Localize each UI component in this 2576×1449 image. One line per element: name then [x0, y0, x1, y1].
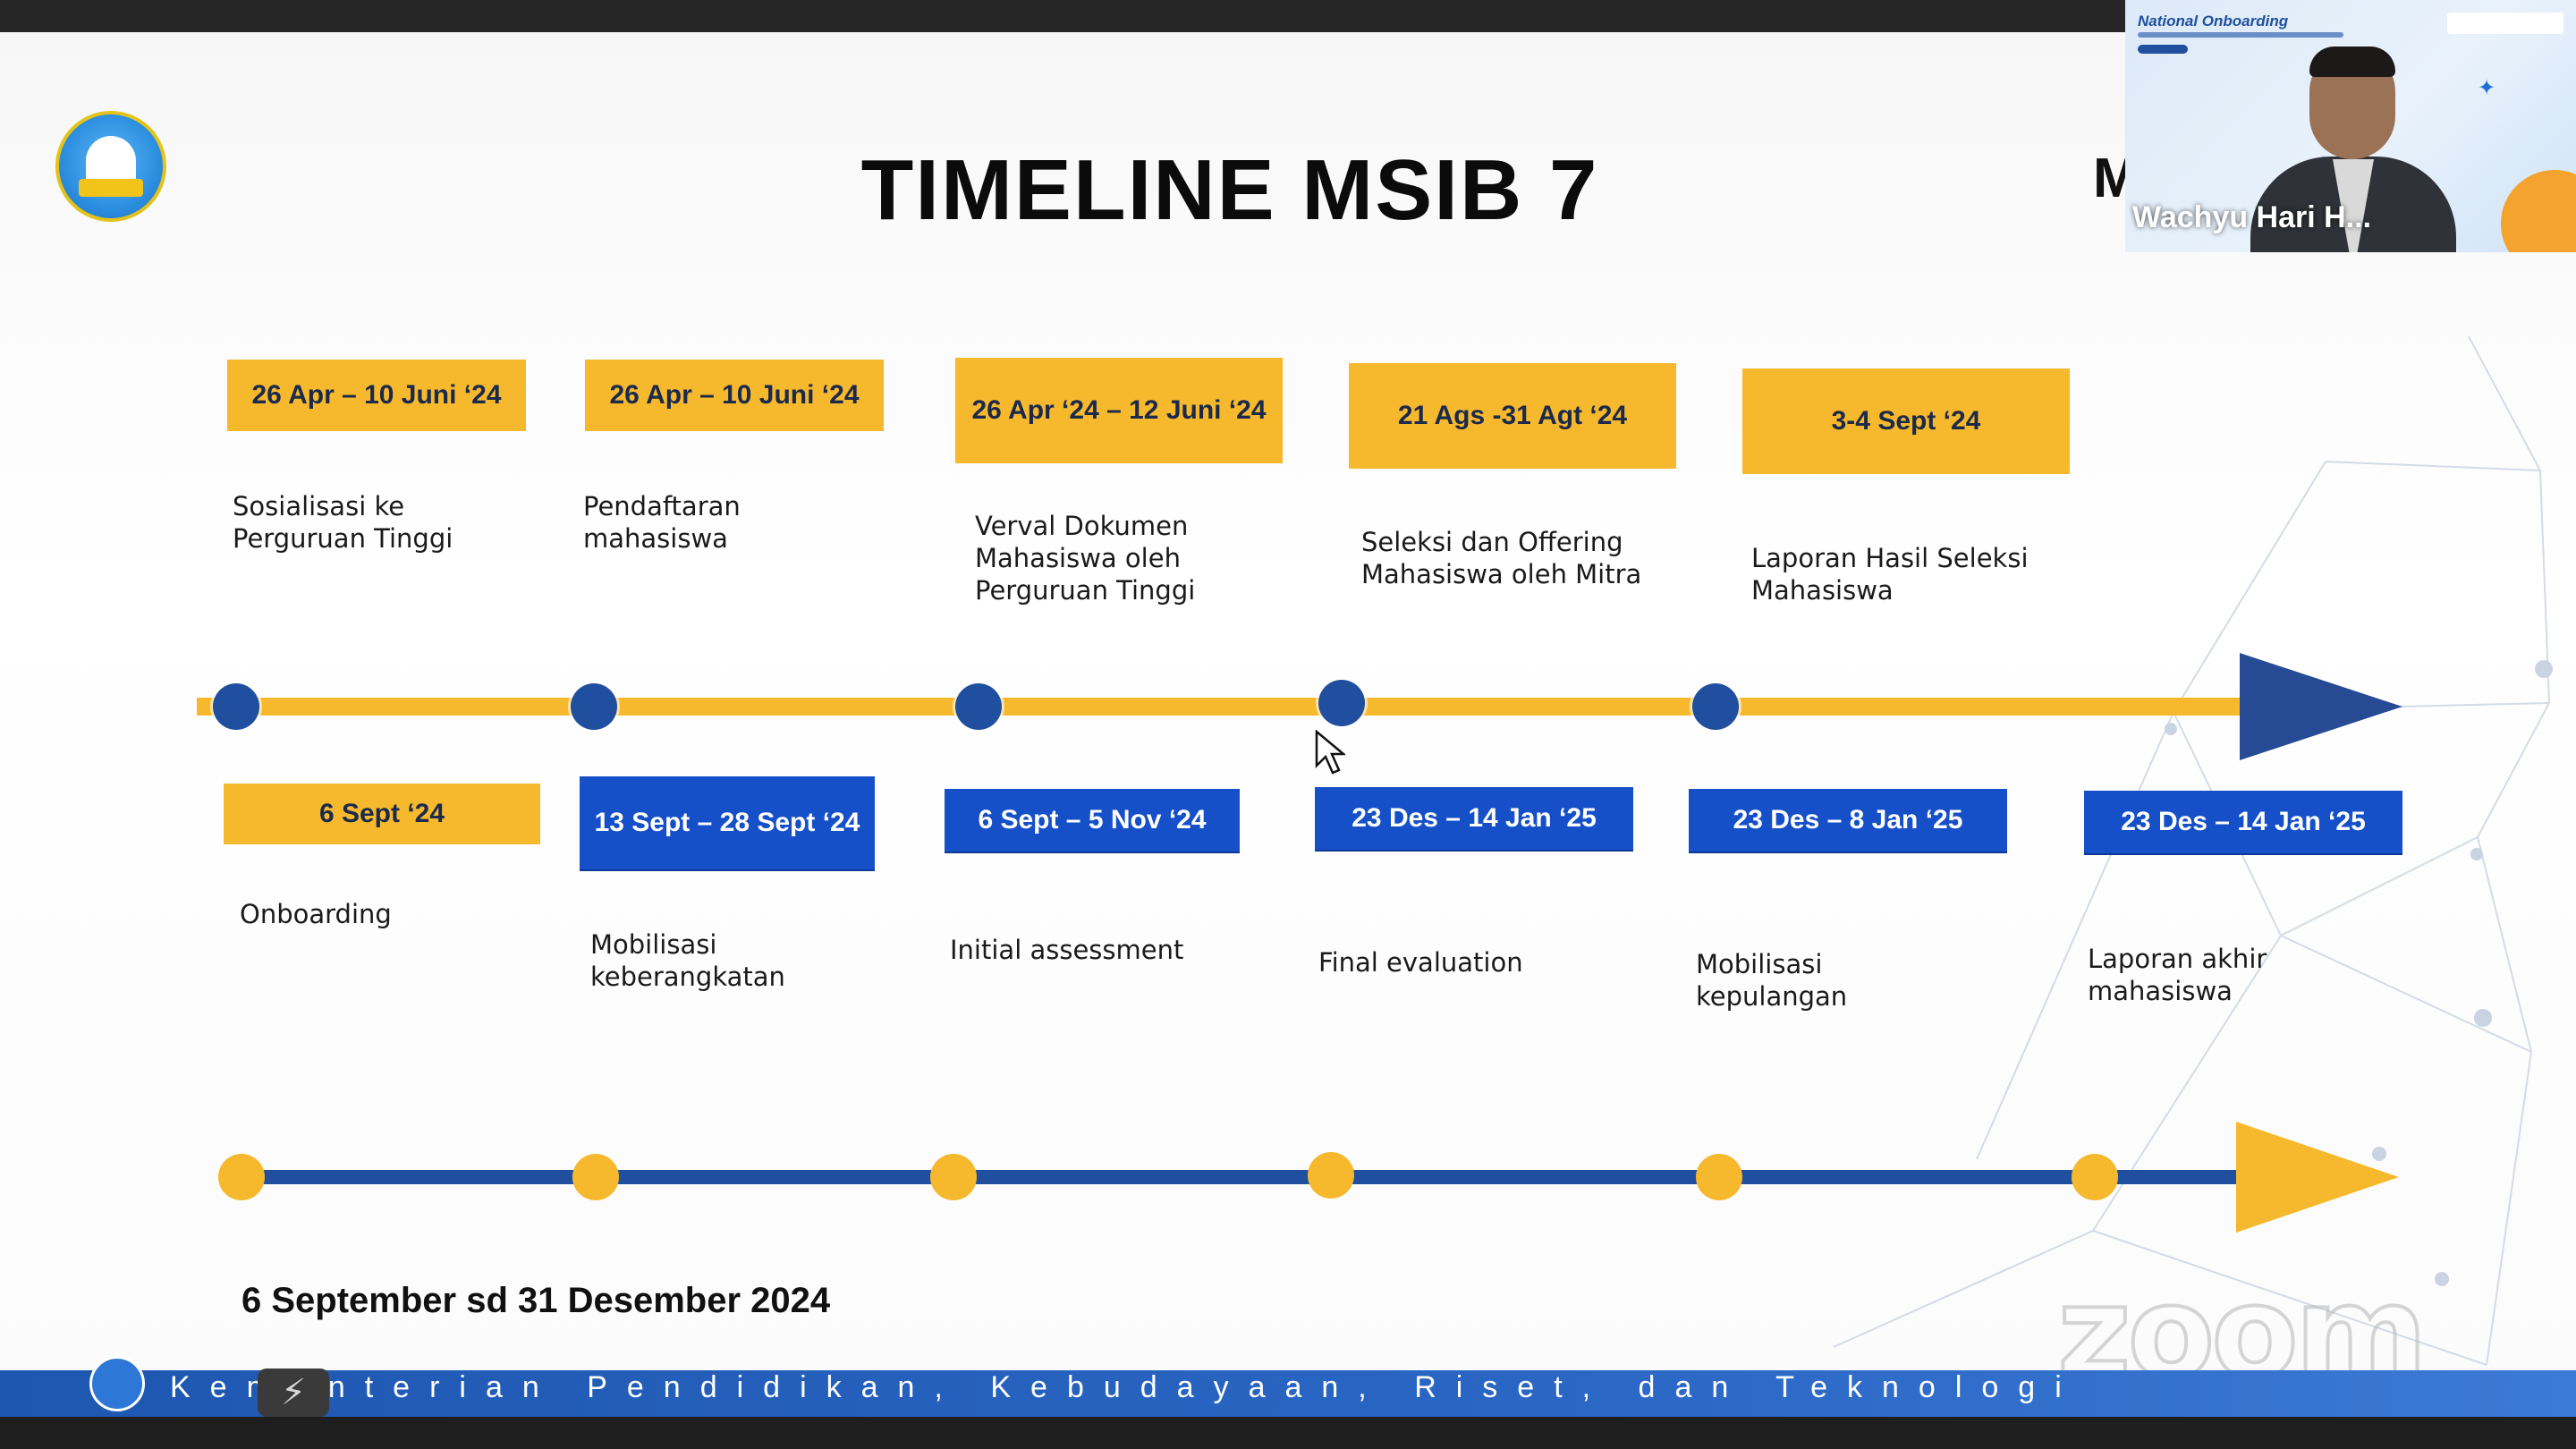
date-box: 21 Ags -31 Agt ‘24 [1349, 363, 1676, 469]
participant-name: Wachyu Hari H... [2132, 200, 2372, 234]
milestone-label: Mobilisasi keberangkatan [590, 929, 785, 992]
video-background-brand: National Onboarding [2138, 13, 2289, 30]
network-node [2435, 1272, 2449, 1286]
app-launcher-icon[interactable]: ⚡ [258, 1368, 329, 1417]
program-period: 6 September sd 31 Desember 2024 [242, 1281, 831, 1320]
timeline-dot [955, 683, 1002, 730]
slide-footer-bar [0, 1370, 2576, 1417]
partially-hidden-logo: M [2093, 148, 2125, 209]
date-box: 26 Apr – 10 Juni ‘24 [585, 360, 884, 431]
milestone-label: Sosialisasi ke Perguruan Tinggi [233, 491, 453, 554]
background-decoration [2501, 170, 2576, 252]
network-decoration [1833, 336, 2550, 1366]
timeline-dot [571, 683, 617, 730]
timeline-dot [213, 683, 259, 730]
date-box: 23 Des – 8 Jan ‘25 [1689, 789, 2007, 852]
milestone-label: Initial assessment [950, 935, 1184, 965]
ministry-logo [55, 111, 166, 222]
milestone-label: Pendaftaran mahasiswa [583, 491, 741, 554]
slide-title: TIMELINE MSIB 7 [860, 142, 1599, 238]
milestone-label: Final evaluation [1318, 947, 1523, 978]
partner-logos [2447, 13, 2563, 34]
date-box: 6 Sept ‘24 [224, 784, 540, 844]
mouse-pointer-icon [1315, 730, 1345, 775]
milestone-label: Onboarding [240, 899, 392, 929]
timeline-dot [1692, 683, 1739, 730]
date-box: 23 Des – 14 Jan ‘25 [1315, 787, 1633, 850]
timeline-dot [218, 1154, 265, 1200]
milestone-label: Verval Dokumen Mahasiswa oleh Perguruan … [975, 511, 1196, 606]
sparkle-icon: ✦ [2478, 75, 2496, 100]
date-box: 6 Sept – 5 Nov ‘24 [945, 789, 1240, 852]
milestone-label: Mobilisasi kepulangan [1696, 949, 1848, 1012]
date-box: 13 Sept – 28 Sept ‘24 [580, 776, 875, 869]
timeline-dot [572, 1154, 619, 1200]
shared-slide: TIMELINE MSIB 7 M 26 Apr – [0, 32, 2576, 1417]
milestone-label: Laporan Hasil Seleksi Mahasiswa [1751, 543, 2029, 606]
timeline-dot [1696, 1154, 1742, 1200]
date-box: 23 Des – 14 Jan ‘25 [2084, 791, 2402, 853]
timeline-dot [1318, 680, 1365, 726]
network-node [2470, 848, 2483, 860]
top-timeline-track [197, 698, 2263, 716]
bottom-timeline-track [242, 1170, 2245, 1184]
date-box: 26 Apr – 10 Juni ‘24 [227, 360, 526, 431]
timeline-dot [930, 1154, 977, 1200]
top-timeline-arrow [2240, 653, 2402, 760]
network-node [2165, 723, 2177, 735]
date-box: 26 Apr ‘24 – 12 Juni ‘24 [955, 358, 1283, 463]
window-bottom-bar [0, 1417, 2576, 1449]
participant-video-tile[interactable]: National Onboarding Wachyu Hari H... [2125, 0, 2576, 252]
footer-text: Kementerian Pendidikan, Kebudayaan, Rise… [170, 1370, 2081, 1404]
bottom-timeline-arrow [2236, 1122, 2399, 1233]
timeline-dot [2072, 1154, 2118, 1200]
milestone-label: Laporan akhir mahasiswa [2088, 944, 2267, 1006]
date-box: 3-4 Sept ‘24 [1742, 369, 2070, 474]
network-node [2474, 1009, 2492, 1027]
milestone-label: Seleksi dan Offering Mahasiswa oleh Mitr… [1361, 527, 1642, 589]
network-node [2535, 660, 2553, 678]
timeline-dot [1308, 1152, 1354, 1199]
footer-ministry-logo [89, 1356, 145, 1411]
